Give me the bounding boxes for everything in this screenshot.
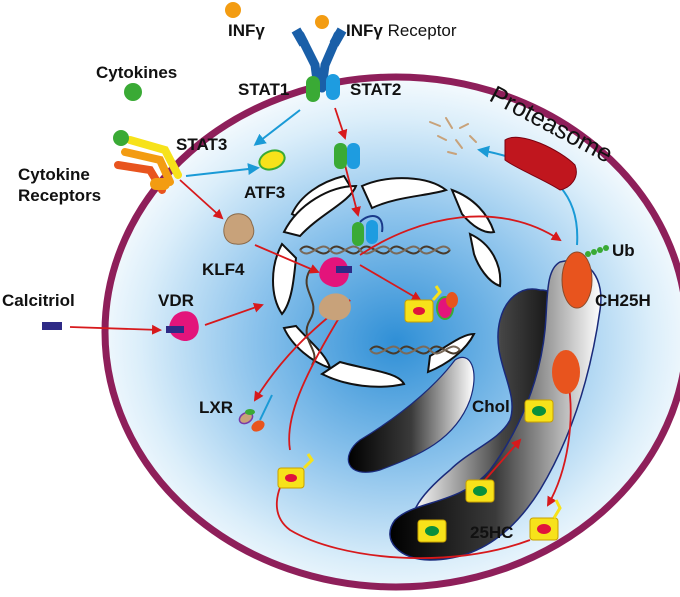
arrow-vdr-to-nucleus bbox=[204, 302, 264, 326]
chromatin-dna bbox=[299, 245, 461, 366]
er-tubule bbox=[347, 356, 475, 473]
klf4-nuclear bbox=[318, 293, 351, 321]
arrow-25hc-loop bbox=[275, 468, 531, 559]
stat1-stat2-dimer bbox=[334, 143, 360, 169]
cytokine-receptors-label-line2: Receptors bbox=[18, 186, 101, 205]
chol-label: Chol bbox=[472, 397, 510, 416]
cytokines-label: Cytokines bbox=[96, 63, 177, 82]
klf4-label: KLF4 bbox=[202, 260, 245, 279]
nuclear-envelope bbox=[272, 174, 502, 388]
klf4-protein bbox=[223, 213, 255, 245]
vdr-label: VDR bbox=[158, 291, 194, 310]
sterol-cytoplasm bbox=[277, 453, 314, 489]
cholesterol-er-2 bbox=[465, 479, 495, 503]
cytokine-receptors-label-line1: Cytokine bbox=[18, 165, 90, 184]
degraded-peptides bbox=[429, 117, 477, 155]
atf3-label: ATF3 bbox=[244, 183, 285, 202]
arrow-lxr-blue bbox=[259, 394, 273, 421]
arrow-er-chol-up bbox=[484, 438, 522, 481]
arrow-ch25h-to-25hc bbox=[547, 379, 572, 507]
vdr-calcitriol-nuclear bbox=[319, 257, 352, 288]
stat1-label: STAT1 bbox=[238, 80, 289, 99]
arrow-stat2-to-nucleus bbox=[334, 107, 348, 140]
arrow-nucleus-to-sterol bbox=[359, 264, 422, 302]
ubiquitin-chain bbox=[585, 245, 609, 257]
lxr-complex bbox=[238, 409, 265, 432]
cholesterol-er-3 bbox=[417, 519, 447, 543]
stat3-label: STAT3 bbox=[176, 135, 227, 154]
arrow-stat1-to-atf3 bbox=[253, 109, 301, 146]
arrow-stat-dimer-down bbox=[344, 164, 361, 217]
arrow-klf4-to-nucleus bbox=[254, 244, 320, 274]
vdr-protein bbox=[166, 311, 199, 342]
arrow-cytokine-receptor-to-klf4 bbox=[179, 179, 224, 220]
arrow-lxr-back bbox=[288, 299, 351, 451]
25hc-molecule bbox=[529, 499, 562, 541]
ch25h-enzyme-er bbox=[552, 350, 580, 394]
ifn-gamma-ligand bbox=[225, 2, 241, 18]
calcitriol-label: Calcitriol bbox=[2, 291, 75, 310]
arrow-stat3-to-atf3 bbox=[185, 163, 260, 177]
stat3-protein bbox=[150, 178, 170, 190]
inf-gamma-label: INFγ bbox=[228, 21, 265, 40]
ch25h-label: CH25H bbox=[595, 291, 651, 310]
proteasome bbox=[504, 136, 577, 191]
cholesterol-er-1 bbox=[524, 399, 554, 423]
ifn-gamma-bound-ligand bbox=[315, 15, 329, 29]
stat1-protein bbox=[306, 76, 320, 102]
arrow-calcitriol-to-vdr bbox=[69, 324, 162, 335]
stat-dimer-on-dna bbox=[352, 215, 384, 246]
er-tubule-large bbox=[389, 260, 602, 561]
calcitriol-molecule bbox=[42, 322, 62, 330]
lxr-label: LXR bbox=[199, 398, 233, 417]
atf3-protein bbox=[258, 149, 286, 171]
stat2-label: STAT2 bbox=[350, 80, 401, 99]
cytokine-receptor-complex bbox=[113, 130, 182, 194]
ch25h-enzyme bbox=[561, 251, 593, 309]
inf-gamma-receptor-label: INFγ Receptor bbox=[346, 21, 457, 40]
25hc-label: 25HC bbox=[470, 523, 513, 542]
arrow-nucleus-to-ch25h bbox=[359, 215, 562, 256]
stat2-protein bbox=[326, 74, 340, 100]
sterol-nuclear bbox=[404, 285, 458, 323]
ub-label: Ub bbox=[612, 241, 635, 260]
cytokine-ligand bbox=[124, 83, 142, 101]
